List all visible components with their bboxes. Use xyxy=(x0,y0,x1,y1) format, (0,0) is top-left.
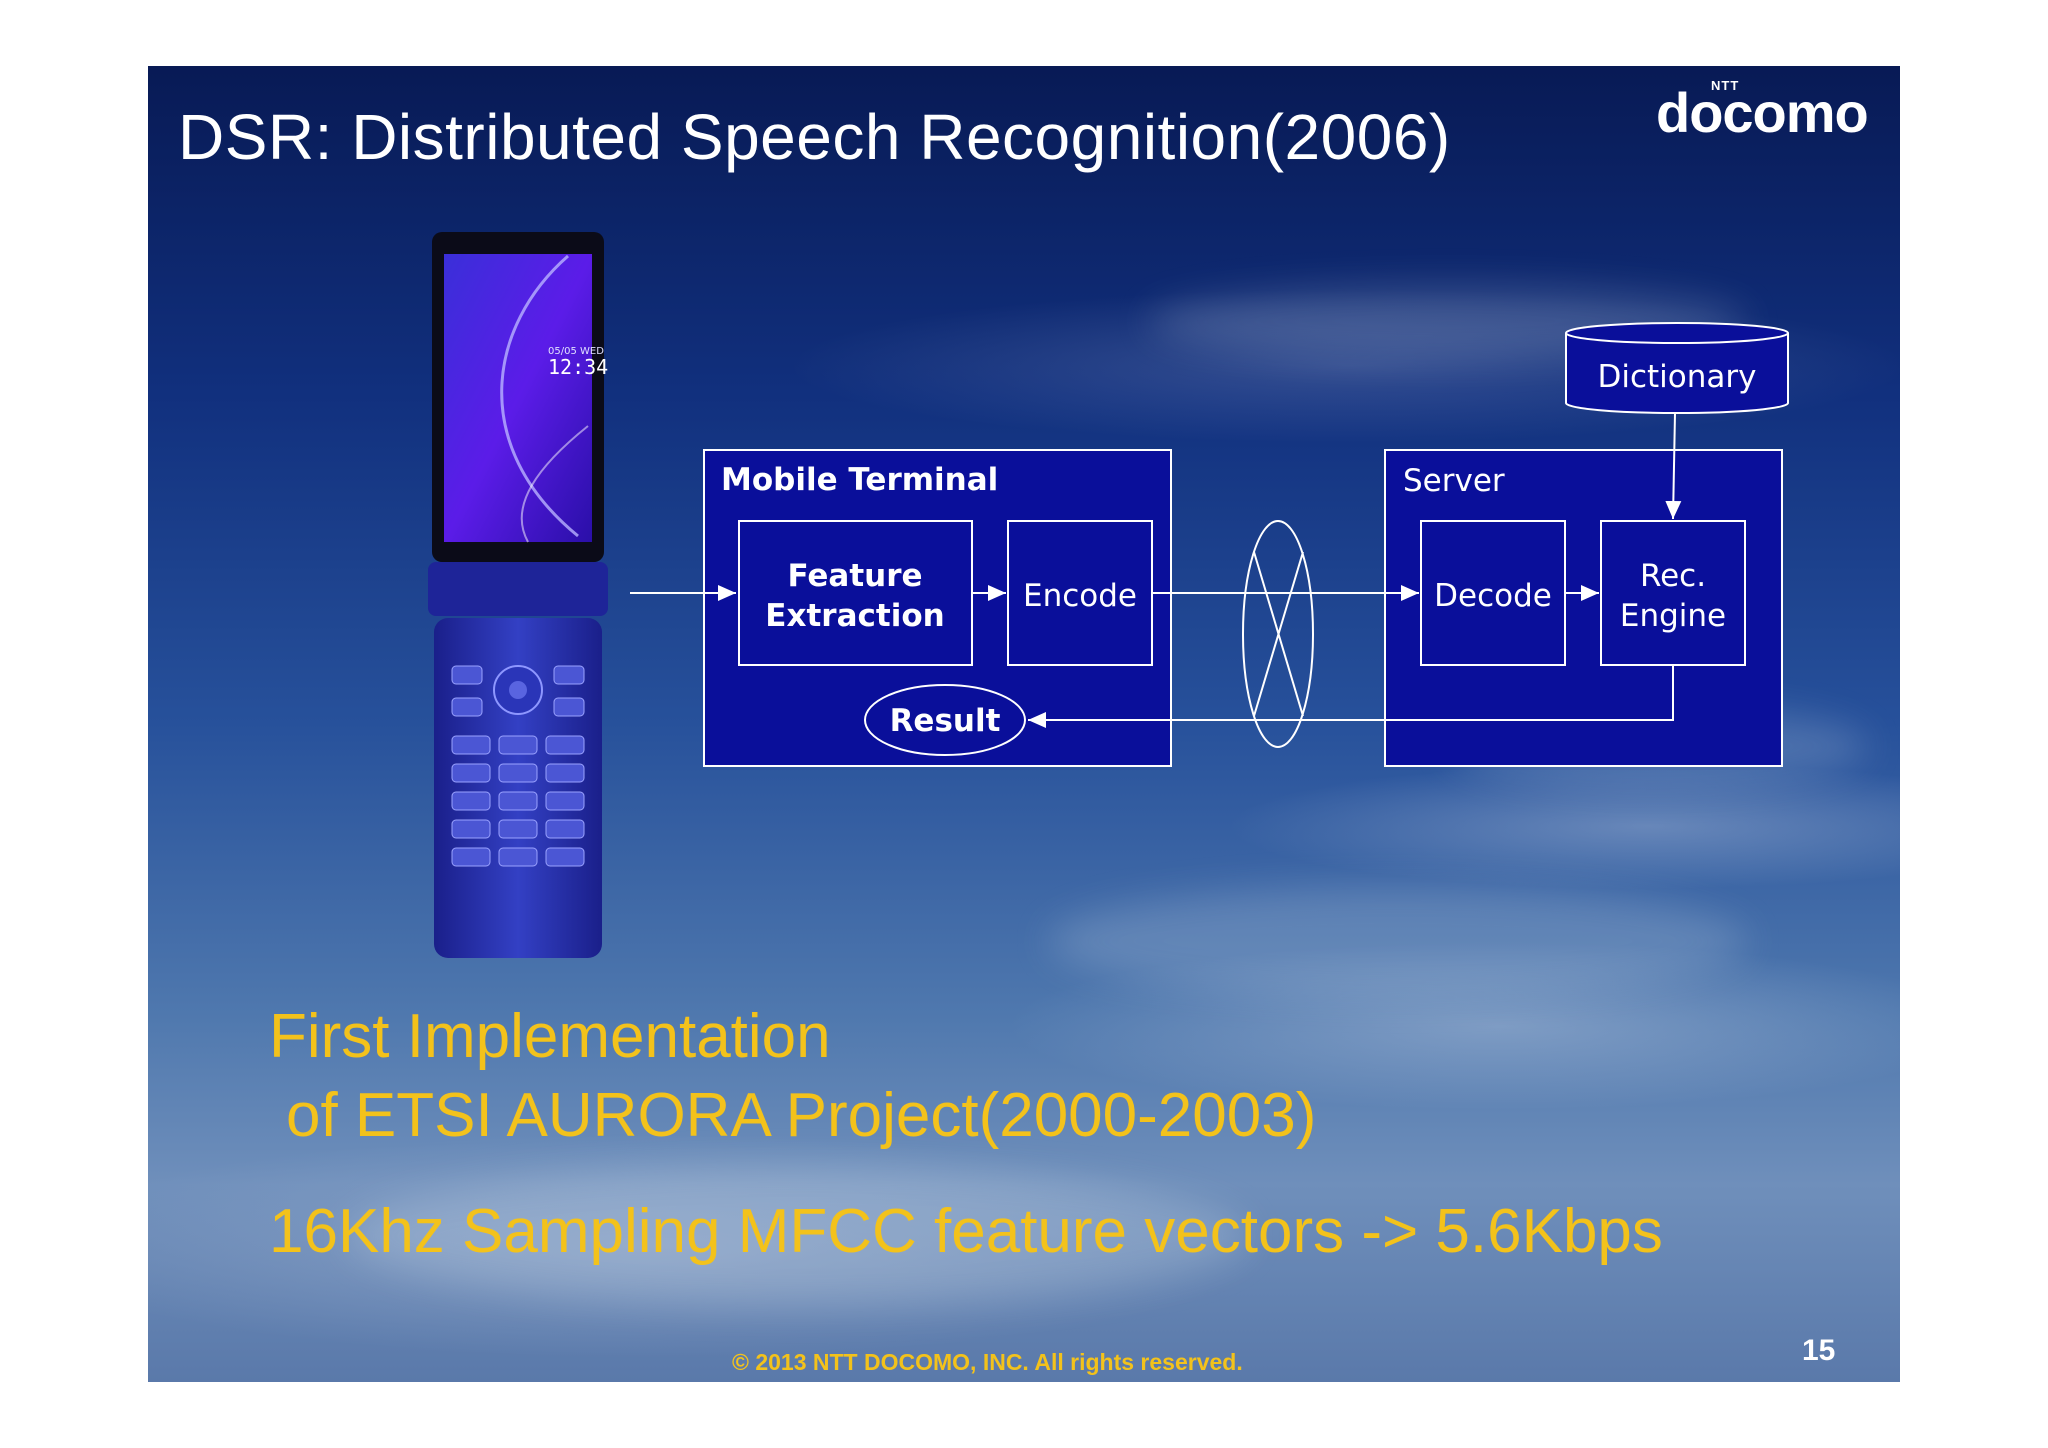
decode-label: Decode xyxy=(1434,578,1552,614)
dictionary-cylinder-top xyxy=(1566,323,1788,343)
copyright-footer: © 2013 NTT DOCOMO, INC. All rights reser… xyxy=(732,1349,1243,1376)
body-line-3: 16Khz Sampling MFCC feature vectors -> 5… xyxy=(269,1196,1663,1267)
encode-label: Encode xyxy=(1023,578,1137,614)
server-label: Server xyxy=(1403,463,1505,499)
feature-extraction-label-2: Extraction xyxy=(765,598,944,634)
body-line-1: First Implementation xyxy=(269,1001,831,1072)
rec-engine-label-1: Rec. xyxy=(1640,558,1706,594)
mobile-terminal-label: Mobile Terminal xyxy=(721,462,998,498)
dictionary-label: Dictionary xyxy=(1598,359,1757,395)
result-label: Result xyxy=(890,703,1001,739)
rec-engine-label-2: Engine xyxy=(1620,598,1726,634)
page-number: 15 xyxy=(1802,1334,1835,1368)
feature-extraction-label-1: Feature xyxy=(787,558,922,594)
dsr-diagram: Mobile Terminal Feature Extraction Encod… xyxy=(148,66,1900,1382)
slide: DSR: Distributed Speech Recognition(2006… xyxy=(148,66,1900,1382)
body-line-2: of ETSI AURORA Project(2000-2003) xyxy=(286,1080,1316,1151)
